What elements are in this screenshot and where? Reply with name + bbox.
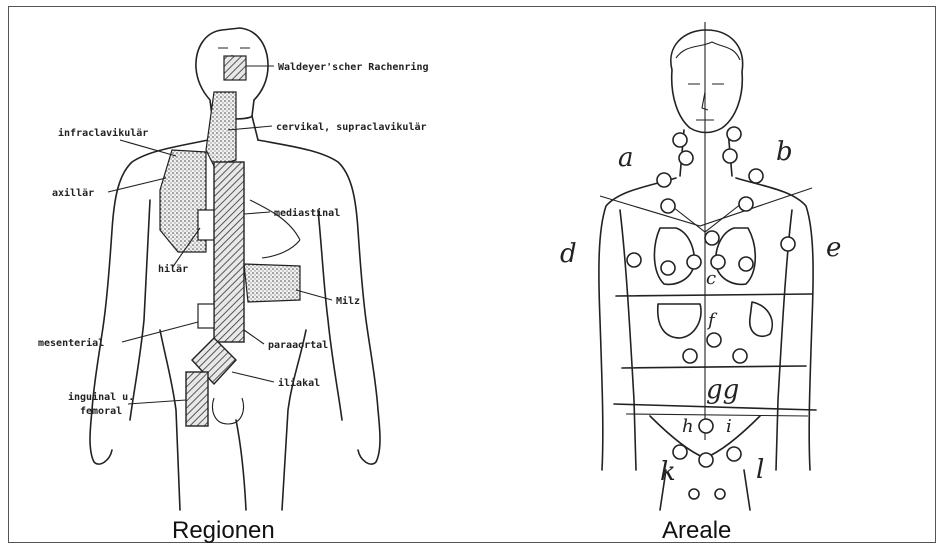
waldeyer-region	[224, 56, 246, 80]
label-axillar: axillär	[52, 187, 94, 199]
areal-d: d	[560, 239, 577, 269]
label-inguinal-1: inguinal u.	[68, 391, 134, 403]
label-iliakal: iliakal	[278, 377, 320, 389]
areal-g: gg	[706, 375, 739, 405]
caption-regionen: Regionen	[172, 517, 275, 544]
milz-region	[244, 264, 300, 302]
areal-h: h	[682, 416, 694, 437]
mediastinal-region	[214, 162, 244, 342]
areal-b: b	[776, 137, 793, 167]
inguinal-region	[186, 372, 208, 426]
areal-a: a	[618, 143, 634, 173]
areal-f: f	[706, 310, 718, 331]
label-mesenterial: mesenterial	[38, 337, 104, 349]
label-infraclavicular: infraclavikulär	[58, 127, 148, 139]
label-waldeyer: Waldeyer'scher Rachenring	[278, 61, 429, 73]
mesenterial-region	[198, 304, 214, 328]
areal-e: e	[826, 233, 841, 263]
areale-figure: a b c d e f gg h i k l Areale	[560, 22, 841, 544]
label-hilar: hilär	[158, 263, 188, 275]
caption-areale: Areale	[662, 517, 731, 544]
areal-i: i	[726, 416, 732, 437]
label-mediastinal: mediastinal	[274, 207, 340, 219]
label-paraaortal: paraaortal	[268, 340, 328, 351]
areal-l: l	[756, 455, 764, 485]
label-inguinal-2: femoral	[80, 406, 122, 417]
regionen-figure: Waldeyer'scher Rachenring infraclavikulä…	[38, 28, 429, 544]
label-milz: Milz	[336, 295, 360, 307]
areal-k: k	[660, 457, 676, 487]
label-cervical: cervikal, supraclavikulär	[276, 121, 427, 133]
areal-c: c	[706, 268, 716, 289]
